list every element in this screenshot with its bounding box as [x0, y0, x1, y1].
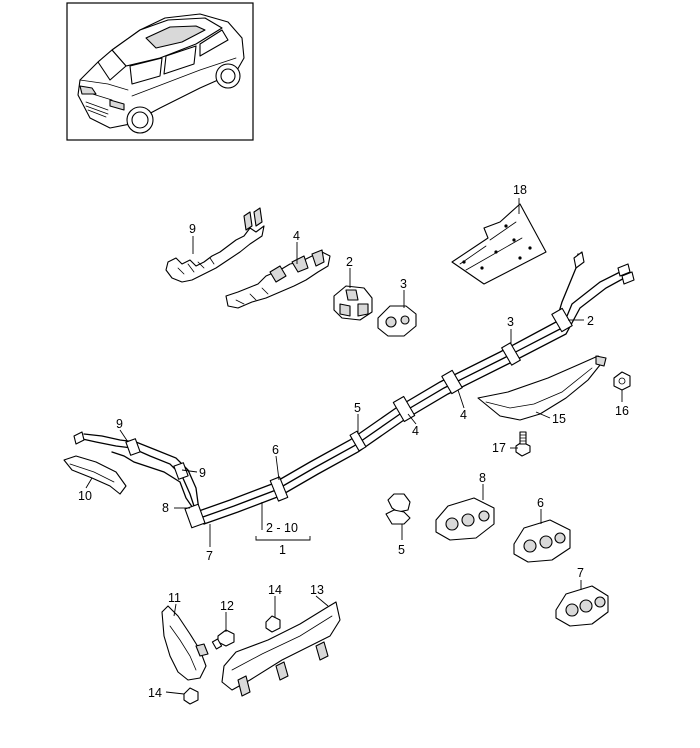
suv-vehicle-icon — [78, 14, 244, 133]
clip-double — [334, 286, 372, 320]
label-part-4-mid: 4 — [460, 408, 467, 422]
vehicle-thumbnail — [66, 2, 254, 141]
label-group: 1 — [279, 543, 286, 557]
protective-rail — [222, 602, 340, 696]
heat-shield-cover — [478, 356, 606, 420]
part-labels: 18 9 4 2 3 3 2 16 15 4 4 5 17 9 9 10 6 8… — [78, 183, 629, 700]
leader-lines — [85, 198, 623, 695]
label-part-2-line: 2 — [587, 314, 594, 328]
label-part-8-loose: 8 — [479, 471, 486, 485]
clip-triple-7 — [556, 586, 608, 626]
label-range: 2 - 10 — [266, 521, 298, 535]
label-part-3-line: 3 — [507, 315, 514, 329]
clip-triple-8 — [436, 498, 494, 540]
label-part-2-top: 2 — [346, 255, 353, 269]
line-guide — [64, 456, 126, 494]
label-part-13: 13 — [310, 583, 324, 597]
bolt-17 — [516, 432, 530, 456]
label-part-14-top: 14 — [268, 583, 282, 597]
label-part-16: 16 — [615, 404, 629, 418]
label-part-14-bottom: 14 — [148, 686, 162, 700]
label-part-8-line: 8 — [162, 501, 169, 515]
label-part-9-top: 9 — [189, 222, 196, 236]
label-part-9-left: 9 — [116, 417, 123, 431]
clip-triple-6 — [514, 520, 570, 562]
label-part-5-loose: 5 — [398, 543, 405, 557]
bracket-11 — [162, 606, 208, 680]
label-part-6-line: 6 — [272, 443, 279, 457]
label-part-5-line: 5 — [354, 401, 361, 415]
nut-14-top — [266, 616, 280, 632]
label-part-9-right: 9 — [199, 466, 206, 480]
line-holder-top — [226, 250, 330, 308]
label-part-3-top: 3 — [400, 277, 407, 291]
nut-16 — [614, 372, 630, 390]
clip-single — [386, 494, 410, 524]
heat-shield-plate — [452, 204, 546, 284]
label-part-10: 10 — [78, 489, 92, 503]
bolt-12 — [212, 630, 234, 649]
line-holder-rail-top — [166, 208, 264, 282]
label-part-7-loose: 7 — [577, 566, 584, 580]
label-part-7-line: 7 — [206, 549, 213, 563]
nut-14-bottom — [184, 688, 198, 704]
label-part-4-low: 4 — [412, 424, 419, 438]
label-part-12: 12 — [220, 599, 234, 613]
label-part-17: 17 — [492, 441, 506, 455]
label-part-4-top: 4 — [293, 229, 300, 243]
grommet — [378, 306, 416, 336]
fuel-lines-assembly — [74, 252, 634, 528]
label-part-11: 11 — [168, 591, 181, 605]
label-part-15: 15 — [552, 412, 566, 426]
label-part-6-loose: 6 — [537, 496, 544, 510]
label-part-18: 18 — [513, 183, 527, 197]
